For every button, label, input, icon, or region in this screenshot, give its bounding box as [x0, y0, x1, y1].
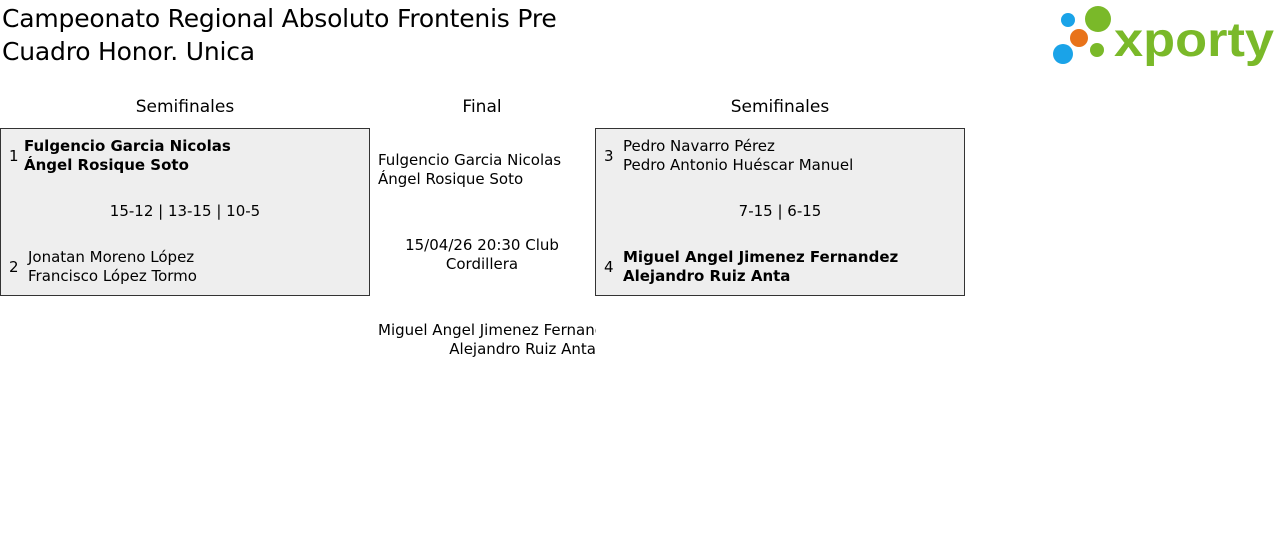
player-name: Fulgencio Garcia Nicolas — [378, 151, 562, 169]
player-name: Ángel Rosique Soto — [24, 156, 189, 174]
team-players: Fulgencio Garcia Nicolas Ángel Rosique S… — [24, 137, 231, 175]
xporty-logo: xporty — [1053, 6, 1274, 67]
logo-dot-blue-bottom — [1053, 44, 1073, 64]
player-name: Fulgencio Garcia Nicolas — [24, 137, 231, 155]
team-players: Pedro Navarro Pérez Pedro Antonio Huésca… — [623, 137, 853, 175]
player-name: Miguel Angel Jimenez Fernandez — [623, 248, 899, 266]
seed-number: 1 — [9, 147, 19, 165]
left-round-heading: Semifinales — [135, 97, 235, 117]
player-name: Pedro Navarro Pérez — [623, 137, 775, 155]
semifinal-left-box[interactable]: 1 Fulgencio Garcia Nicolas Ángel Rosique… — [0, 128, 370, 296]
seed-number: 3 — [604, 147, 614, 165]
player-name: Miguel Angel Jimenez Fernandez — [378, 321, 596, 339]
semifinal-right-box[interactable]: 3 Pedro Navarro Pérez Pedro Antonio Hués… — [595, 128, 965, 296]
final-heading: Final — [462, 97, 502, 117]
page-title: Campeonato Regional Absoluto Frontenis P… — [2, 2, 642, 68]
player-name: Jonatan Moreno López — [28, 248, 195, 266]
match-score: 7-15 | 6-15 — [738, 202, 822, 220]
team-players: Jonatan Moreno López Francisco López Tor… — [28, 248, 197, 286]
logo-wordmark: xporty — [1114, 14, 1274, 67]
player-name: Alejandro Ruiz Anta — [449, 340, 596, 358]
logo-dot-green-small — [1090, 43, 1104, 57]
right-round-heading: Semifinales — [730, 97, 830, 117]
title-line-2: Cuadro Honor. Unica — [2, 37, 255, 66]
player-name: Ángel Rosique Soto — [378, 170, 524, 188]
semifinal-left-team-2: 2 Jonatan Moreno López Francisco López T… — [1, 248, 369, 288]
seed-number: 4 — [604, 258, 614, 276]
logo-dot-blue-top — [1061, 13, 1075, 27]
match-score: 15-12 | 13-15 | 10-5 — [109, 202, 261, 220]
player-name: Alejandro Ruiz Anta — [623, 267, 791, 285]
title-line-1: Campeonato Regional Absoluto Frontenis P… — [2, 4, 557, 33]
semifinal-right-team-1: 3 Pedro Navarro Pérez Pedro Antonio Hués… — [596, 137, 964, 177]
logo-dot-orange — [1070, 29, 1088, 47]
semifinal-left-team-1: 1 Fulgencio Garcia Nicolas Ángel Rosique… — [1, 137, 369, 177]
semifinal-right-team-2: 4 Miguel Angel Jimenez Fernandez Alejand… — [596, 248, 964, 288]
final-team-bottom: Miguel Angel Jimenez Fernandez Alejandro… — [378, 321, 596, 359]
final-schedule: 15/04/26 20:30 Club Cordillera — [405, 236, 559, 273]
final-team-top: Fulgencio Garcia Nicolas Ángel Rosique S… — [378, 151, 561, 189]
logo-dot-green — [1085, 6, 1111, 32]
team-players: Miguel Angel Jimenez Fernandez Alejandro… — [623, 248, 898, 286]
player-name: Francisco López Tormo — [28, 267, 197, 285]
player-name: Pedro Antonio Huéscar Manuel — [623, 156, 854, 174]
seed-number: 2 — [9, 258, 19, 276]
